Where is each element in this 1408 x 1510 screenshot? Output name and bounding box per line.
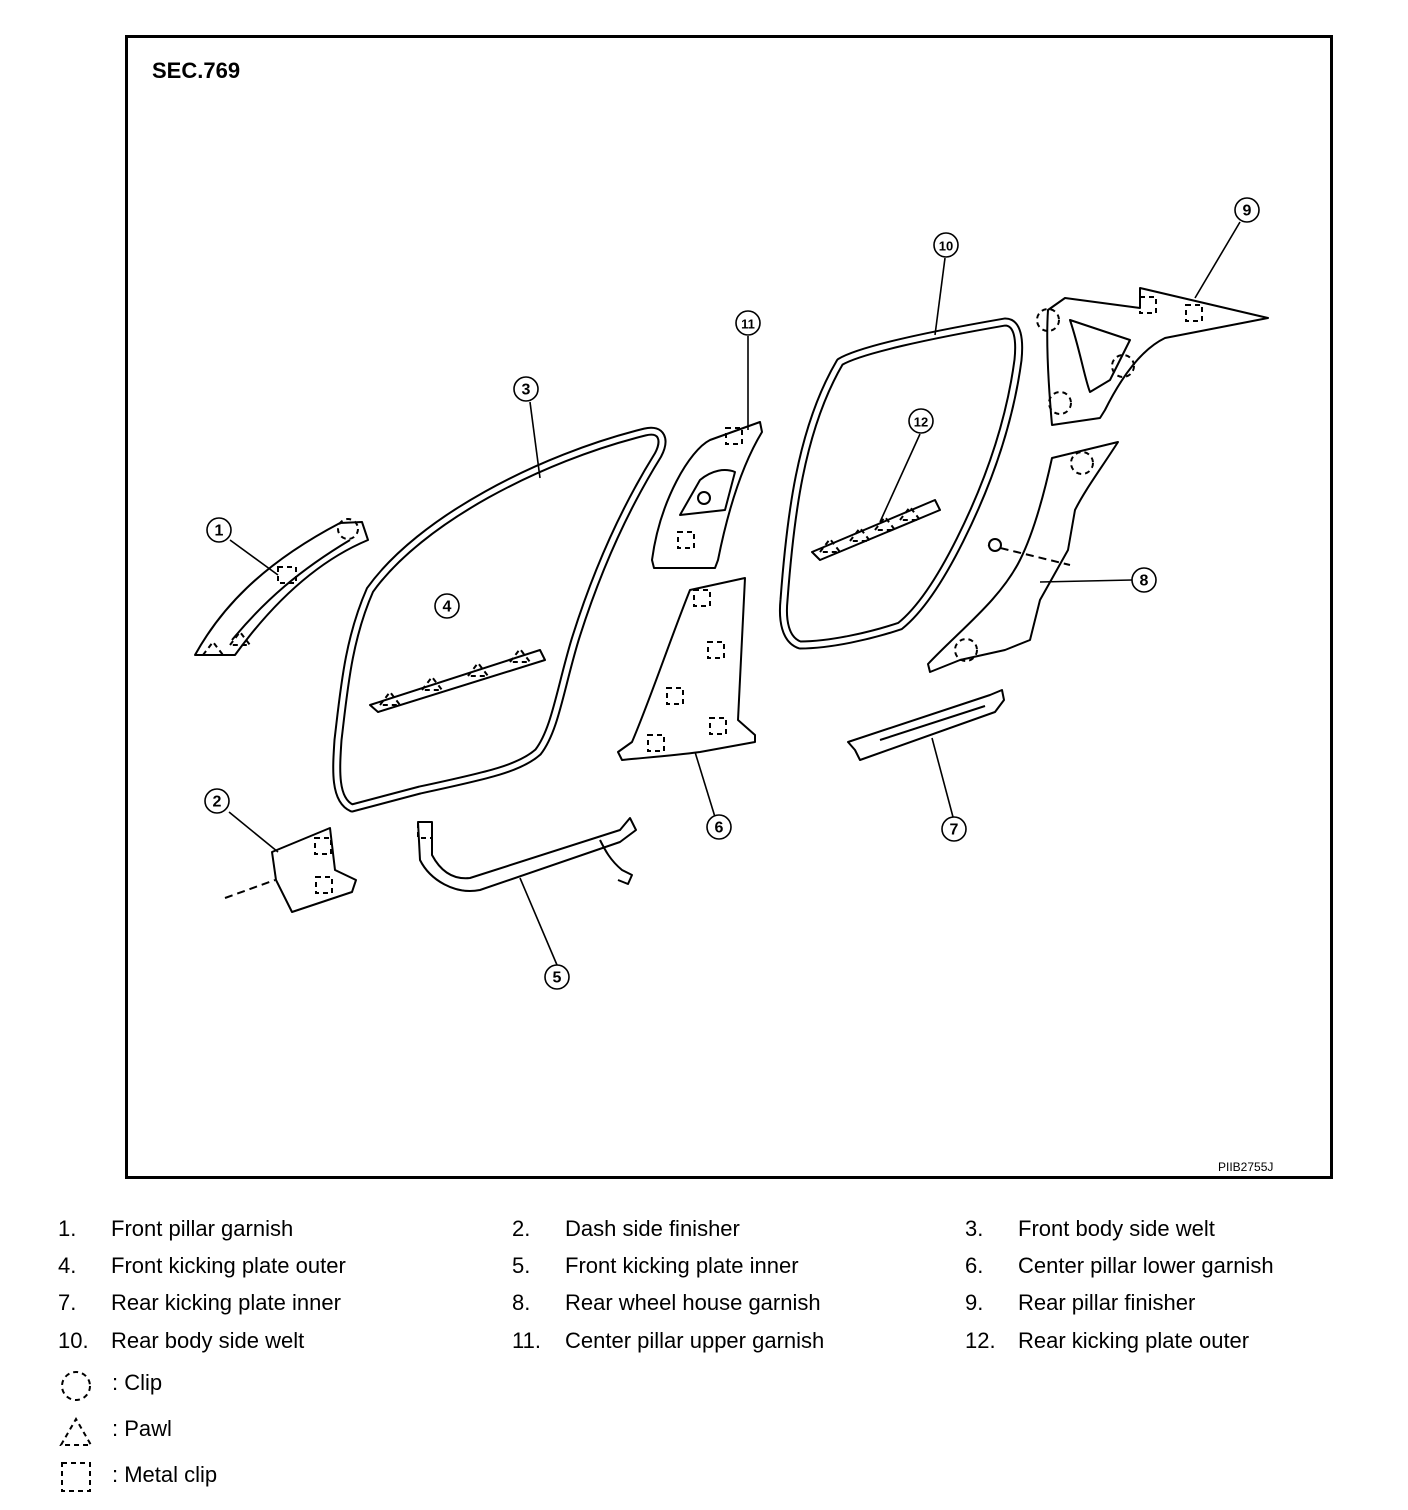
legend-item-label: Dash side finisher [565, 1216, 740, 1241]
legend-item-label: Front body side welt [1018, 1216, 1215, 1241]
metal-clip-marker [709, 717, 727, 735]
legend-item-label: Front kicking plate inner [565, 1253, 799, 1278]
front-pillar-garnish-part [194, 521, 369, 656]
callout-7: 7 [950, 822, 959, 839]
metal-clip-marker [693, 589, 711, 607]
clip-marker [1048, 391, 1072, 415]
legend-item-label: Rear kicking plate outer [1018, 1328, 1250, 1353]
rear-body-side-welt-part [778, 317, 1024, 650]
metal-clip-marker [707, 641, 725, 659]
dashed-triangle-icon [59, 1416, 93, 1446]
front-body-side-welt-part [332, 426, 667, 813]
callout-8: 8 [1140, 573, 1149, 590]
center-pillar-upper-garnish-part [651, 421, 763, 569]
dashed-circle-icon [61, 1371, 91, 1401]
clip-marker [1036, 308, 1060, 332]
legend-item-label: Front pillar garnish [111, 1216, 294, 1241]
callout-4: 4 [443, 599, 452, 616]
front-kicking-plate-inner-part [417, 817, 637, 892]
callout-6: 6 [715, 820, 724, 837]
callout-12: 12 [914, 415, 928, 430]
symbol-label: : Clip [112, 1370, 163, 1395]
front-kicking-plate-outer-part [369, 649, 546, 713]
metal-clip-marker [1185, 304, 1203, 322]
clip-marker [1111, 354, 1135, 378]
metal-clip-marker [277, 566, 297, 584]
metal-clip-marker [1139, 296, 1157, 314]
legend-item-label: Front kicking plate outer [111, 1253, 346, 1278]
figure-code: PIIB2755J [1218, 1160, 1274, 1174]
legend-item-label: Center pillar lower garnish [1018, 1253, 1274, 1278]
metal-clip-marker [647, 734, 665, 752]
section-label: SEC.769 [152, 58, 241, 83]
callout-1: 1 [215, 523, 224, 540]
metal-clip-marker [314, 837, 332, 855]
symbol-label: : Pawl [112, 1416, 172, 1441]
legend-item-label: Rear wheel house garnish [565, 1290, 821, 1315]
callout-3: 3 [522, 382, 531, 399]
dashed-square-icon [61, 1462, 91, 1492]
rear-kicking-plate-inner-part [847, 689, 1005, 761]
metal-clip-marker [677, 531, 695, 549]
diagram-frame [125, 35, 1333, 1179]
center-pillar-lower-garnish-part [617, 577, 756, 761]
legend-item-label: Rear pillar finisher [1018, 1290, 1196, 1315]
clip-marker [337, 518, 359, 540]
callout-2: 2 [213, 794, 222, 811]
callout-9: 9 [1243, 203, 1252, 220]
callout-10: 10 [939, 239, 953, 254]
legend-item-label: Center pillar upper garnish [565, 1328, 825, 1353]
dash-side-finisher-part [224, 827, 357, 913]
metal-clip-marker [417, 821, 433, 839]
legend-item-label: Rear body side welt [111, 1328, 305, 1353]
metal-clip-marker [725, 427, 743, 445]
rear-pillar-finisher-part [1046, 287, 1269, 426]
clip-marker [1070, 451, 1094, 475]
rear-wheel-house-garnish-part [927, 441, 1119, 673]
legend-item-label: Rear kicking plate inner [111, 1290, 341, 1315]
metal-clip-marker [315, 876, 333, 894]
clip-marker [954, 638, 978, 662]
metal-clip-marker [666, 687, 684, 705]
symbol-label: : Metal clip [112, 1462, 218, 1487]
callout-11: 11 [741, 317, 755, 332]
exploded-parts-diagram: 1 2 3 4 5 6 7 8 9 10 11 12 [194, 197, 1269, 990]
callout-5: 5 [553, 970, 562, 987]
